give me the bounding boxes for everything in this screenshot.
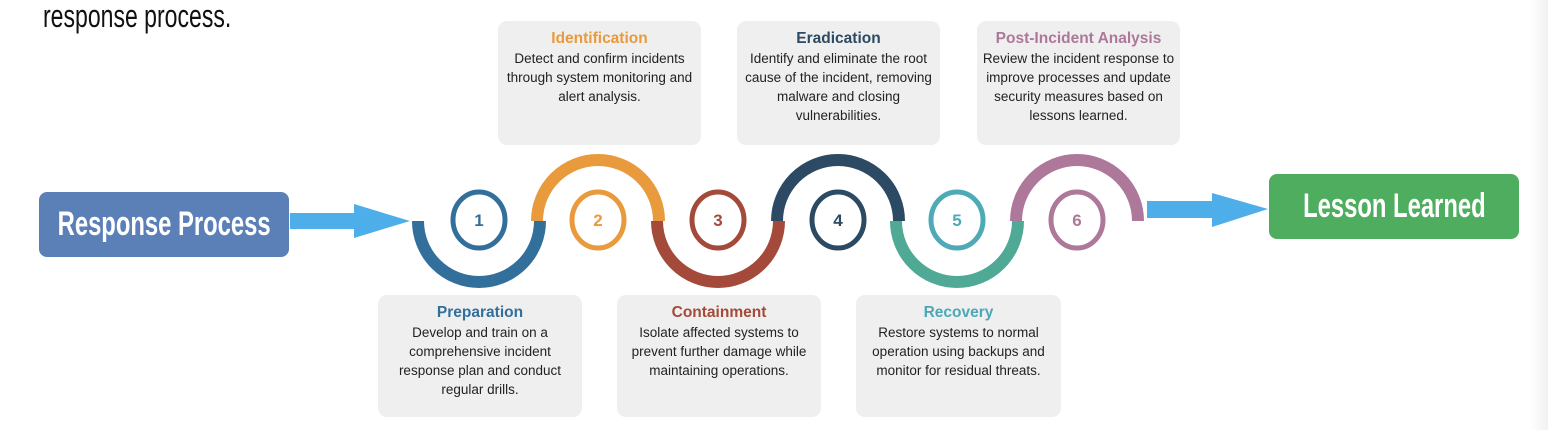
arrow-start (290, 204, 410, 238)
page-edge (1530, 0, 1548, 430)
wave-arc-5 (890, 220, 1024, 288)
step-desc: Isolate affected systems to prevent furt… (631, 325, 807, 378)
start-label: Response Process (57, 205, 271, 243)
step-circle-5 (928, 189, 986, 251)
step-number: 1 (474, 211, 483, 230)
step-title: Post-Incident Analysis (995, 30, 1162, 47)
wave-arc-2 (531, 154, 665, 222)
step-title: Recovery (923, 304, 994, 321)
step-desc: Restore systems to normal operation usin… (872, 325, 1045, 378)
wave-arc-6 (1010, 154, 1144, 222)
step-title: Identification (551, 30, 648, 47)
step-title: Preparation (436, 304, 524, 321)
step-title: Eradication (796, 30, 881, 47)
wave-arc-4 (771, 154, 905, 222)
step-circle-2 (569, 189, 627, 251)
step-desc: Develop and train on a comprehensive inc… (398, 325, 562, 397)
end-label: Lesson Learned (1302, 187, 1486, 225)
step-number: 5 (952, 211, 961, 230)
step-title: Containment (671, 304, 767, 321)
heading-text: response process. (43, 0, 232, 34)
response-process-box: Response Process (39, 192, 289, 257)
step-circle-6 (1048, 189, 1106, 251)
wave-arc-1 (412, 220, 546, 288)
step-circle-4 (809, 189, 867, 251)
lesson-learned-box: Lesson Learned (1269, 174, 1519, 239)
wave-arc-3 (651, 220, 785, 288)
step-desc: Review the incident response to improve … (982, 51, 1175, 123)
step-circle-1 (450, 189, 508, 251)
step-circle-3 (689, 189, 747, 251)
step-number: 6 (1072, 211, 1081, 230)
step-desc: Identify and eliminate the root cause of… (745, 51, 932, 123)
step-number: 2 (593, 211, 602, 230)
step-number: 4 (833, 211, 843, 230)
step-number: 3 (713, 211, 722, 230)
arrow-end (1147, 193, 1268, 227)
step-desc: Detect and confirm incidents through sys… (506, 51, 693, 104)
